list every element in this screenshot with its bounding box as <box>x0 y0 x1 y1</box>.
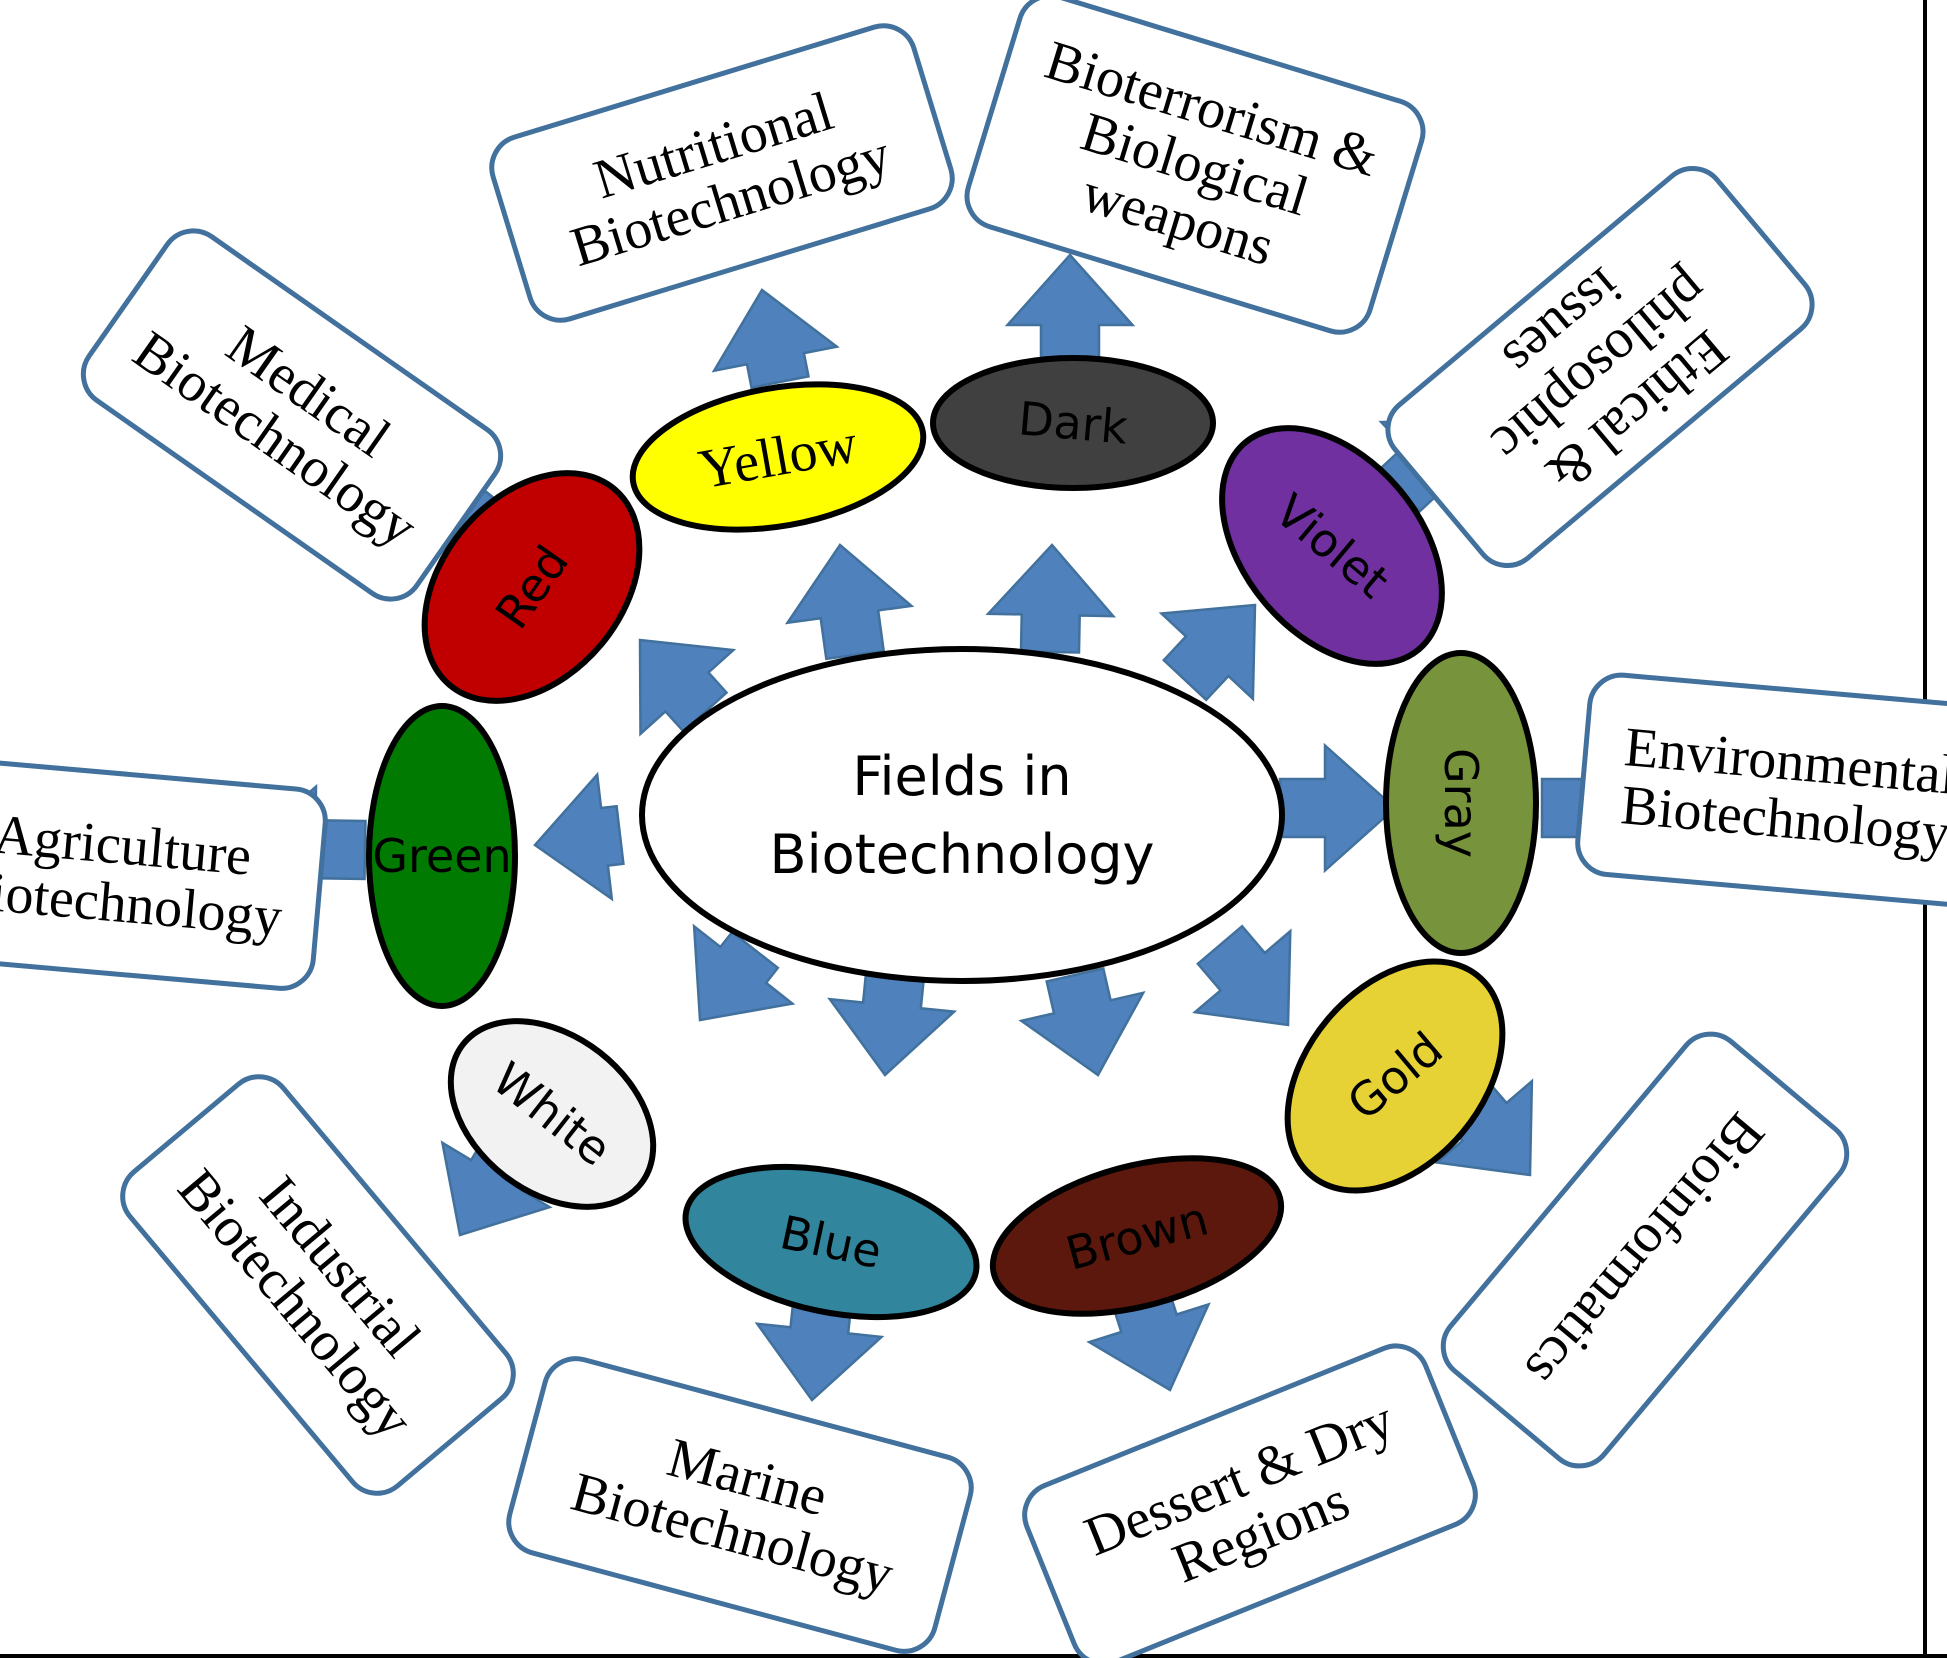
field-box-border <box>506 1356 974 1654</box>
field-box-border <box>120 1074 516 1496</box>
color-node-label-dark: Dark <box>1016 391 1130 454</box>
color-node-brown: Brown <box>989 1155 1285 1317</box>
color-node-yellow: Yellow <box>629 381 927 533</box>
color-node-label-gray: Gray <box>1434 748 1488 858</box>
color-node-label-green: Green <box>372 829 511 883</box>
color-node-ellipse <box>366 703 518 1009</box>
color-node-dark: Dark <box>930 355 1216 491</box>
arrow-center-to-blue <box>827 970 958 1077</box>
color-node-ellipse <box>682 1163 980 1321</box>
arrow-center-to-yellow <box>784 543 915 661</box>
arrow-center-to-red <box>638 638 737 737</box>
center-label-line2: Biotechnology <box>770 823 1155 886</box>
color-node-ellipse <box>930 355 1216 491</box>
color-node-ellipse <box>1383 650 1539 956</box>
field-box-border <box>489 23 955 323</box>
arrow-center-to-brown <box>1018 967 1146 1077</box>
color-node-blue: Blue <box>682 1163 980 1321</box>
arrow-dark-to-field <box>1004 253 1136 360</box>
center-node: Fields in Biotechnology <box>639 646 1285 984</box>
arrow-gold-to-field <box>1434 1078 1534 1177</box>
color-node-ellipse <box>629 381 927 533</box>
color-node-white: White <box>447 1018 657 1210</box>
field-box-border <box>0 757 328 991</box>
color-node-ellipse <box>989 1155 1285 1317</box>
center-ellipse <box>639 646 1285 984</box>
color-node-ellipse <box>1219 425 1445 667</box>
color-node-ellipse <box>1284 958 1506 1194</box>
arrow-yellow-to-field <box>711 288 840 390</box>
arrow-center-to-gold <box>1192 924 1292 1027</box>
arrow-center-to-violet <box>1158 603 1257 702</box>
arrow-center-to-white <box>692 923 796 1022</box>
field-box-border <box>1022 1343 1478 1658</box>
color-node-red: Red <box>421 470 643 704</box>
inner-arrows-layer <box>533 543 1397 1077</box>
color-node-gold: Gold <box>1284 958 1506 1194</box>
color-node-gray: Gray <box>1383 650 1539 956</box>
color-node-violet: Violet <box>1219 425 1445 667</box>
color-node-ellipse <box>421 470 643 704</box>
field-box-border <box>1575 672 1947 908</box>
arrow-center-to-green <box>533 771 625 902</box>
field-box-border <box>1440 1031 1850 1469</box>
center-label-line1: Fields in <box>852 745 1071 808</box>
color-node-green: Green <box>366 703 518 1009</box>
arrow-center-to-gray <box>1278 742 1397 874</box>
field-box-border <box>964 0 1426 335</box>
arrow-center-to-dark <box>985 543 1116 654</box>
color-node-ellipse <box>447 1018 657 1210</box>
field-box-border <box>80 228 504 602</box>
field-box-border <box>1385 165 1815 569</box>
